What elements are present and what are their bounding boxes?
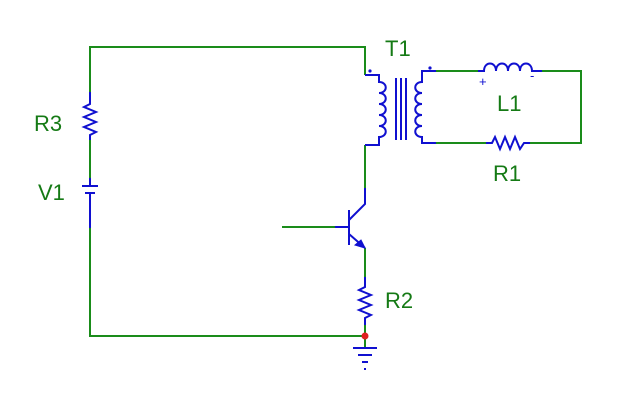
transformer-core (395, 78, 407, 140)
transformer-t1: T1 (365, 36, 436, 146)
label-l1: L1 (497, 91, 521, 116)
transformer-primary-winding (365, 74, 387, 146)
junction-node (361, 332, 369, 340)
wires (89, 46, 582, 348)
npn-transistor (335, 188, 366, 249)
label-t1: T1 (385, 36, 411, 61)
wire-top (89, 46, 366, 92)
inductor-plus-sign: + (479, 74, 487, 89)
inductor-l1: + - L1 (478, 62, 542, 116)
resistor-r3-symbol (81, 92, 99, 140)
inductor-l1-symbol (478, 62, 542, 72)
label-v1: V1 (38, 180, 65, 205)
transistor-emitter-arrow (353, 239, 366, 249)
ground-icon (353, 347, 377, 370)
inductor-minus-sign: - (530, 68, 534, 83)
resistor-r2-symbol (356, 277, 374, 325)
label-r1: R1 (493, 161, 521, 186)
label-r2: R2 (385, 288, 413, 313)
resistor-r3: R3 (34, 92, 99, 140)
wire-secondary-loop (436, 70, 582, 144)
ground-symbol (353, 347, 377, 370)
secondary-phase-dot (428, 66, 432, 70)
primary-phase-dot (368, 69, 372, 73)
transformer-secondary-winding (414, 70, 436, 144)
battery-v1-symbol (82, 178, 98, 228)
transistor-collector (348, 188, 366, 221)
resistor-r1-symbol (486, 134, 530, 152)
wire-left-bottom (89, 228, 365, 337)
battery-v1: V1 (38, 178, 98, 228)
resistor-r2: R2 (356, 277, 413, 325)
label-r3: R3 (34, 111, 62, 136)
resistor-r1: R1 (486, 134, 530, 186)
